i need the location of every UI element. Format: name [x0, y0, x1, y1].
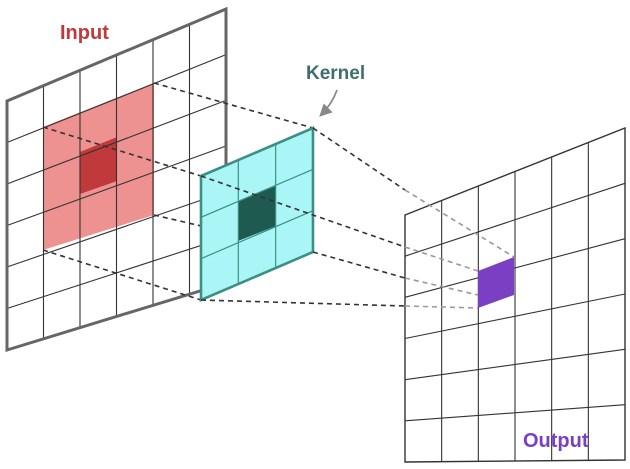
input-to-kernel-lines — [42, 82, 314, 301]
projection-line — [404, 305, 479, 309]
projection-line — [200, 175, 406, 248]
projection-line — [404, 277, 479, 296]
projection-line — [404, 189, 515, 258]
grid-line — [404, 404, 626, 422]
projection-line — [312, 251, 406, 279]
grid-line — [200, 210, 314, 260]
kernel-label: Kernel — [306, 63, 365, 84]
projection-line — [42, 126, 202, 177]
projection-line — [312, 127, 406, 191]
output-highlight-cell — [478, 257, 514, 308]
projection-line — [404, 246, 479, 272]
kernel-center-cell — [238, 186, 276, 241]
kernel-grid — [199, 126, 315, 302]
grid-line — [200, 168, 314, 218]
output-grid — [404, 126, 626, 463]
projection-line — [200, 299, 406, 307]
projection-line — [153, 82, 314, 129]
input-grid — [5, 6, 228, 353]
input-center-cell — [80, 137, 117, 194]
input-label: Input — [60, 22, 109, 44]
kernel-to-output-lines — [200, 127, 515, 309]
output-label: Output — [523, 430, 589, 452]
projection-line — [42, 249, 202, 301]
kernel-pointer-arrow — [319, 89, 338, 117]
